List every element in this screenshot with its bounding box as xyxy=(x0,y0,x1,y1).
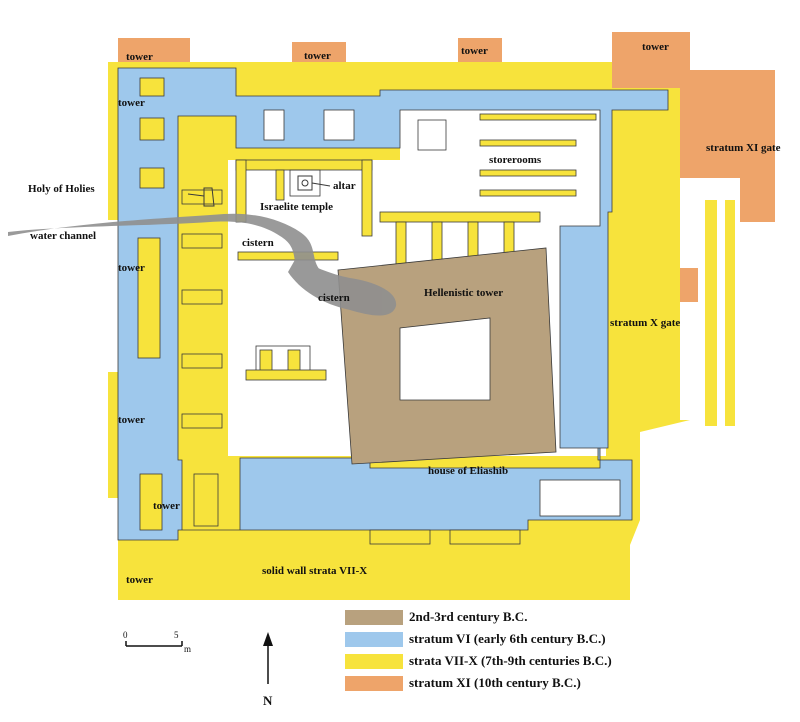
legend-label: strata VII-X (7th-9th centuries B.C.) xyxy=(409,653,612,668)
label-solid-wall: solid wall strata VII-X xyxy=(262,565,368,577)
legend-row-stratum-xi: stratum XI (10th century B.C.) xyxy=(345,674,581,692)
legend-row-stratum-vi: stratum VI (early 6th century B.C.) xyxy=(345,630,606,648)
label-israelite-temple: Israelite temple xyxy=(260,201,333,213)
label-tower-top-left: tower xyxy=(126,51,153,63)
israelite-temple-room xyxy=(235,159,373,171)
temple-markers xyxy=(187,175,331,207)
legend-swatch-stratum-vi xyxy=(345,631,403,647)
tower-blue-inner-top xyxy=(139,77,165,97)
stratum-vi-structures xyxy=(117,67,669,545)
legend-swatch-strata-vii-x xyxy=(345,653,403,669)
label-stratum-x-gate: stratum X gate xyxy=(610,317,681,329)
label-tower-bottom-left: tower xyxy=(126,574,153,586)
stratum-x-gate-post-1 xyxy=(705,200,717,426)
legend-label: stratum VI (early 6th century B.C.) xyxy=(409,631,606,646)
holy-of-holies-marker xyxy=(203,187,215,207)
label-tower-upper-left: tower xyxy=(118,97,145,109)
legend-row-hellenistic: 2nd-3rd century B.C. xyxy=(345,608,527,626)
north-label: N xyxy=(263,693,273,708)
scale-zero-label: 0 xyxy=(123,630,128,640)
label-hellenistic-tower: Hellenistic tower xyxy=(424,287,504,299)
scale-unit-label: m xyxy=(184,644,192,654)
label-tower-left-lower: tower xyxy=(118,414,145,426)
label-house-of-eliashib: house of Eliashib xyxy=(428,465,509,477)
label-tower-top-center: tower xyxy=(461,45,488,57)
legend-swatch-hellenistic xyxy=(345,609,403,625)
stratum-x-gate-post-2 xyxy=(725,200,735,426)
strata-vii-x-inner-rooms xyxy=(235,113,597,527)
label-cistern-upper: cistern xyxy=(242,237,274,249)
tower-top-center-orange xyxy=(458,38,502,64)
north-arrow-icon xyxy=(263,632,273,684)
label-tower-bottom-left-inner: tower xyxy=(153,500,180,512)
legend-label: stratum XI (10th century B.C.) xyxy=(409,675,581,690)
label-tower-top-mid: tower xyxy=(304,50,331,62)
label-tower-top-right: tower xyxy=(642,41,669,53)
cistern-lower-shape xyxy=(288,258,397,316)
label-stratum-xi-gate: stratum XI gate xyxy=(706,142,781,154)
legend-label: 2nd-3rd century B.C. xyxy=(409,609,528,624)
label-cistern-lower: cistern xyxy=(318,292,350,304)
label-holy-of-holies: Holy of Holies xyxy=(28,183,95,195)
legend-row-strata-vii-x: strata VII-X (7th-9th centuries B.C.) xyxy=(345,652,612,670)
legend-swatch-stratum-xi xyxy=(345,675,403,691)
scale-bar xyxy=(125,641,183,647)
label-water-channel: water channel xyxy=(30,230,97,242)
scale-five-label: 5 xyxy=(174,630,179,640)
tower-top-mid-orange xyxy=(292,42,346,64)
label-tower-left-mid: tower xyxy=(118,262,145,274)
label-storerooms: storerooms xyxy=(489,154,542,166)
label-altar: altar xyxy=(333,180,356,192)
water-channel-and-cisterns xyxy=(8,213,397,316)
